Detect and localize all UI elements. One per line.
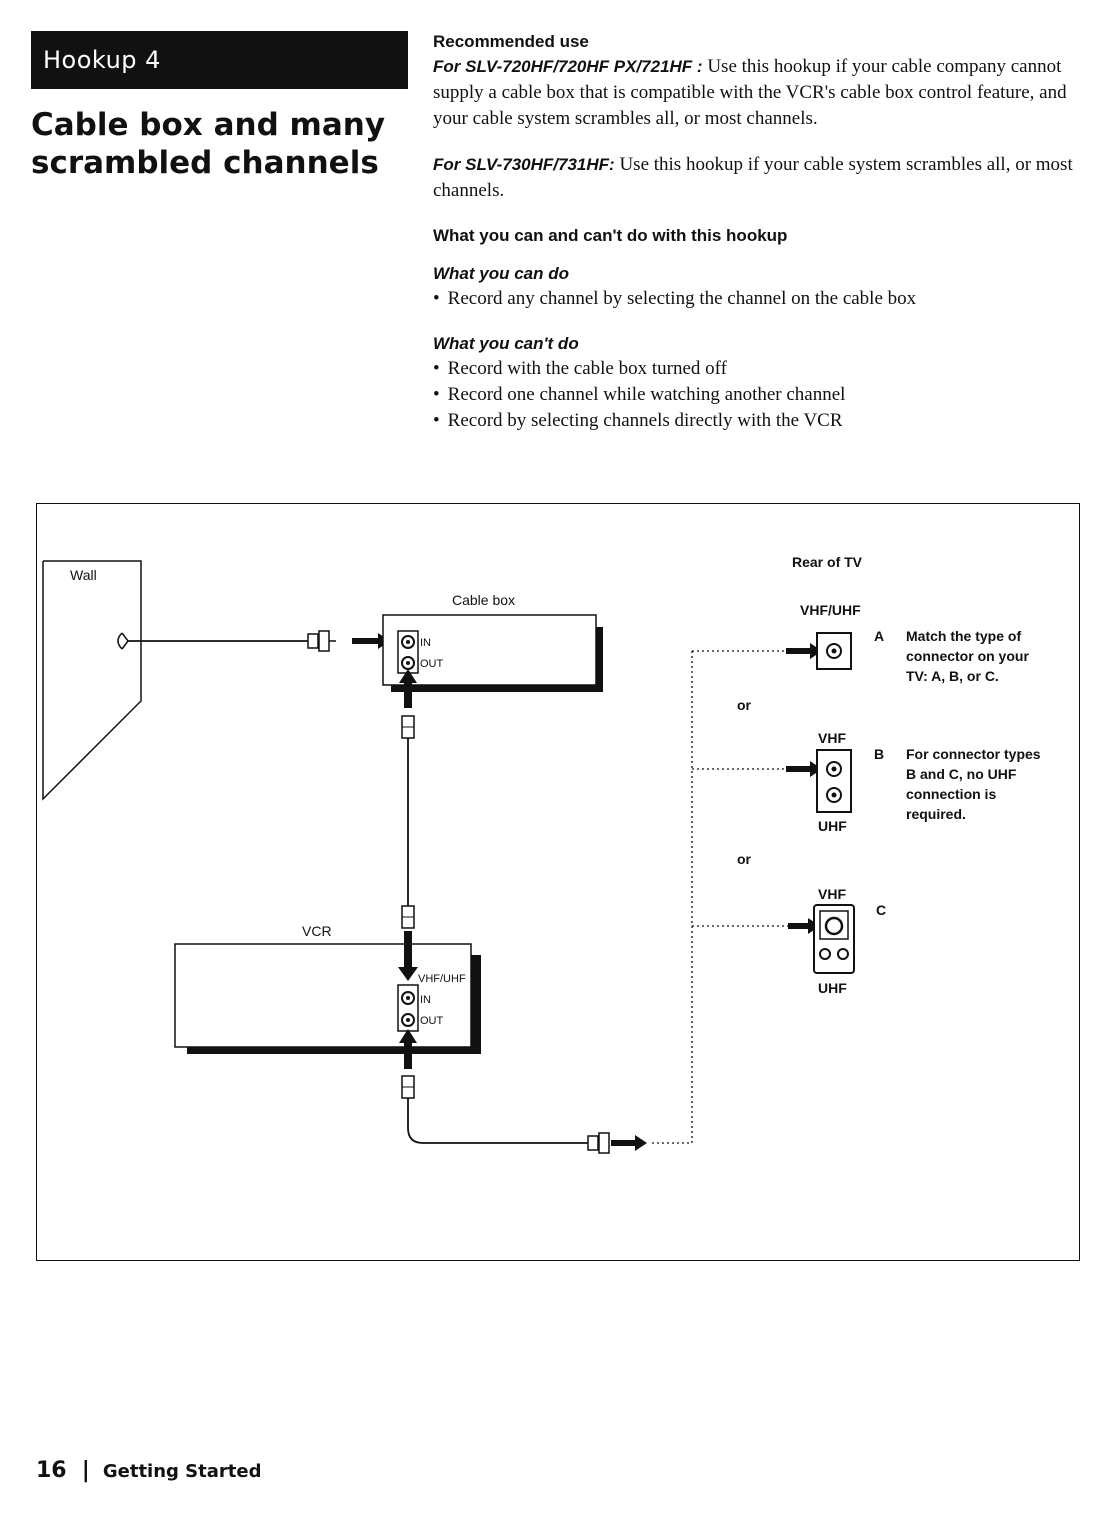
model-label-2: For SLV-730HF/731HF: xyxy=(433,155,615,174)
vcr-in-label: IN xyxy=(420,994,431,1006)
cant-do-title: What you can't do xyxy=(433,334,579,353)
cable-box-label: Cable box xyxy=(452,592,515,608)
cant-do-list: Record with the cable box turned off Rec… xyxy=(433,356,1083,434)
list-item: Record one channel while watching anothe… xyxy=(433,382,1083,408)
can-do-list: Record any channel by selecting the chan… xyxy=(433,286,1083,312)
page-title-line2: scrambled channels xyxy=(31,145,379,181)
capabilities-title: What you can and can't do with this hook… xyxy=(433,226,788,245)
page-title-line1: Cable box and many xyxy=(31,107,386,143)
list-item: Record with the cable box turned off xyxy=(433,356,1083,382)
page-title: Cable box and many scrambled channels xyxy=(31,106,401,182)
page-footer: 16 | Getting Started xyxy=(36,1458,261,1483)
rear-of-tv-label: Rear of TV xyxy=(792,554,863,570)
list-item: Record any channel by selecting the chan… xyxy=(433,286,1083,312)
footer-separator: | xyxy=(81,1458,90,1483)
cable-box-out-label: OUT xyxy=(420,658,444,670)
option-b-vhf-label: VHF xyxy=(818,730,846,746)
option-b-letter: B xyxy=(874,746,884,762)
page-number: 16 xyxy=(36,1458,67,1483)
tv-connector-a xyxy=(816,632,852,670)
arrow-icon xyxy=(635,1135,647,1151)
diagram-frame xyxy=(36,503,1080,1261)
option-a-letter: A xyxy=(874,628,884,644)
recommended-text-2: Use this hookup if your cable system scr… xyxy=(433,154,1073,201)
option-c-vhf-label: VHF xyxy=(818,886,846,902)
f-connector-icon xyxy=(307,630,336,652)
can-do-title: What you can do xyxy=(433,264,569,283)
or-label-1: or xyxy=(737,697,752,713)
vcr-graphic: VHF/UHF IN OUT xyxy=(174,931,481,1054)
or-label-2: or xyxy=(737,851,752,867)
vcr-out-label: OUT xyxy=(420,1015,444,1027)
recommended-text-1: Use this hookup if your cable company ca… xyxy=(433,56,1067,129)
note-b-line4: required. xyxy=(906,806,966,822)
note-a-line1: Match the type of xyxy=(906,628,1021,644)
hookup-diagram: Wall Cable box IN OUT VCR xyxy=(42,554,1041,1154)
recommended-use-title: Recommended use xyxy=(433,32,589,51)
f-connector-icon xyxy=(587,1132,610,1154)
list-item: Record by selecting channels directly wi… xyxy=(433,408,1083,434)
note-b-line1: For connector types xyxy=(906,746,1041,762)
recommended-paragraph-1: For SLV-720HF/720HF PX/721HF : Use this … xyxy=(433,54,1083,132)
content-column: Recommended use For SLV-720HF/720HF PX/7… xyxy=(433,30,1083,434)
option-c-letter: C xyxy=(876,902,886,918)
note-b-line3: connection is xyxy=(906,786,996,802)
note-b-line2: B and C, no UHF xyxy=(906,766,1017,782)
hookup-tab: Hookup 4 xyxy=(31,31,408,89)
wall-label: Wall xyxy=(70,567,97,583)
cable-box-graphic: IN OUT xyxy=(382,614,603,692)
recommended-paragraph-2: For SLV-730HF/731HF: Use this hookup if … xyxy=(433,152,1083,204)
cable-box-in-label: IN xyxy=(420,637,431,649)
vcr-vhfuhf-label: VHF/UHF xyxy=(418,973,466,985)
wall-graphic: Wall xyxy=(42,560,142,801)
option-b-uhf-label: UHF xyxy=(818,818,847,834)
note-a-line3: TV: A, B, or C. xyxy=(906,668,999,684)
tv-vhfuhf-label: VHF/UHF xyxy=(800,602,861,618)
footer-section-name: Getting Started xyxy=(102,1461,262,1482)
tv-connector-c xyxy=(813,904,855,974)
vcr-label: VCR xyxy=(302,923,332,939)
wall-outlet-icon xyxy=(117,632,129,650)
model-label-1: For SLV-720HF/720HF PX/721HF : xyxy=(433,57,703,76)
tv-connector-b xyxy=(816,749,852,813)
option-c-uhf-label: UHF xyxy=(818,980,847,996)
note-a-line2: connector on your xyxy=(906,648,1029,664)
